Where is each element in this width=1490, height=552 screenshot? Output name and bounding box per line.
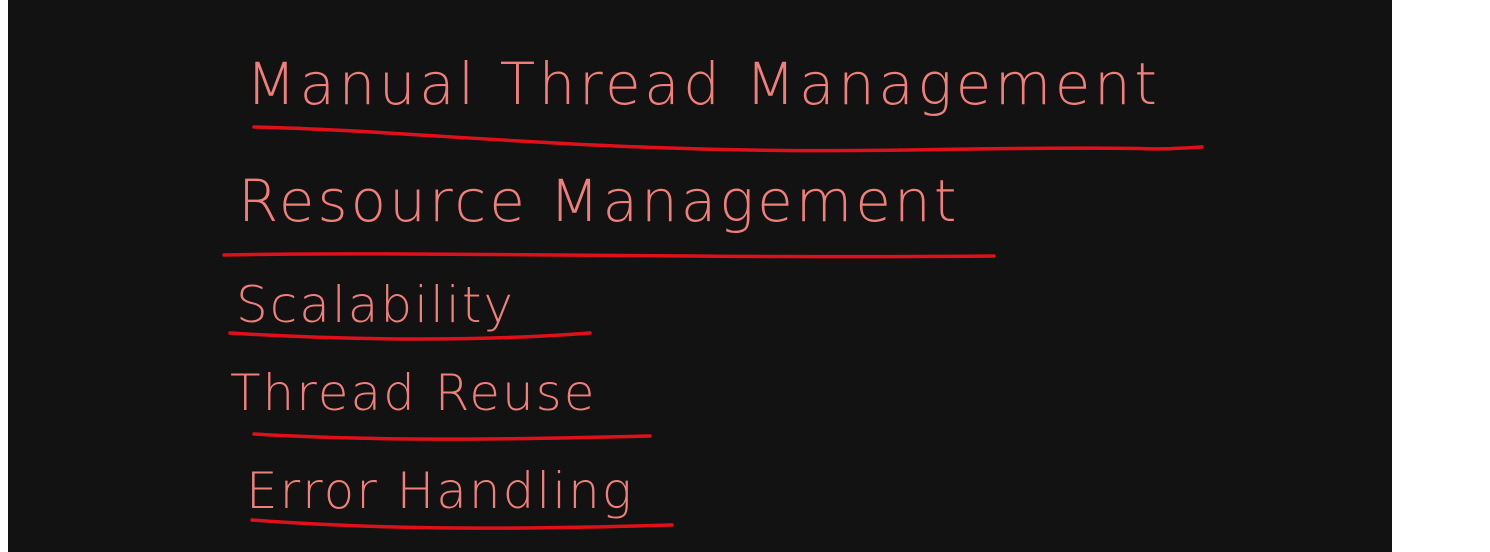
item-scalability: Scalability — [236, 276, 516, 334]
underline-error-handling — [250, 518, 674, 530]
item-error-handling: Error Handling — [246, 462, 634, 520]
underline-resource-management — [222, 252, 996, 259]
underline-thread-reuse — [252, 432, 652, 441]
item-resource-management: Resource Management — [238, 167, 960, 235]
whiteboard-canvas: Manual Thread Management Resource Manage… — [8, 0, 1392, 552]
item-thread-reuse: Thread Reuse — [230, 364, 597, 422]
item-manual-thread-management: Manual Thread Management — [246, 50, 1161, 118]
underline-manual-thread-management — [252, 125, 1204, 153]
